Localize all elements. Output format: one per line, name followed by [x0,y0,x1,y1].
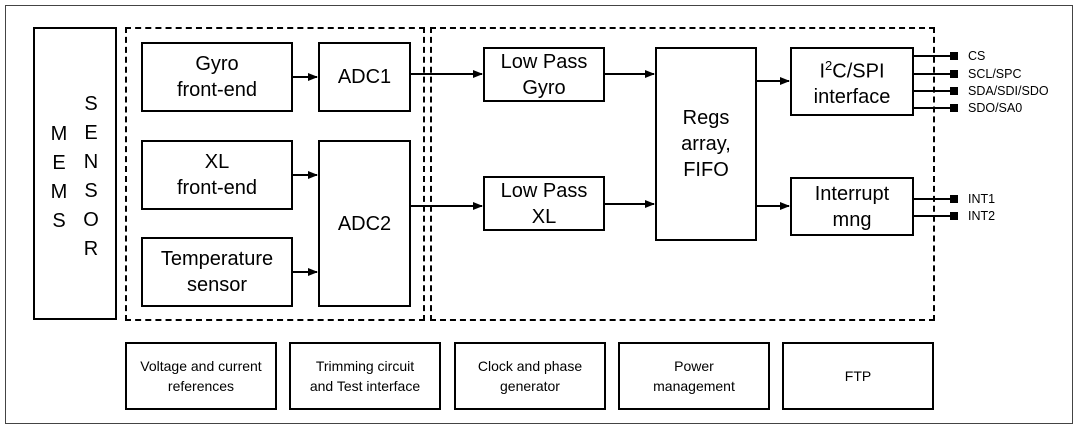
low-pass-gyro-block: Low Pass Gyro [483,47,605,102]
trimming-test-interface-label: Trimming circuit and Test interface [309,358,421,394]
mems-letter: E [52,152,66,174]
adc1-label: ADC1 [337,66,392,88]
low-pass-xl-label: Low Pass XL [500,179,588,228]
regs-fifo-label: Regs array, FIFO [681,107,731,181]
voltage-current-references-label: Voltage and current references [140,358,262,394]
mems-letter: M [50,181,68,203]
analog-front-end-group [125,27,425,321]
interrupt-mng-block: Interrupt mng [790,177,914,236]
diagram-frame [5,5,1073,424]
mems-letter: M [50,123,68,145]
sensor-letter: S [84,93,98,115]
temperature-sensor-label: Temperature sensor [160,248,274,296]
sensor-letter: O [83,209,99,231]
clock-phase-generator-block: Clock and phase generator [454,342,606,410]
pin-label-int1: INT1 [968,192,996,206]
i2c-interface-word: interface [813,86,891,109]
i2c-spi-interface-block: I2C/SPI interface [790,47,914,116]
interrupt-mng-label: Interrupt mng [814,182,890,231]
voltage-current-references-block: Voltage and current references [125,342,277,410]
i2c-prefix: I [819,60,826,83]
int1-pin-square [950,195,958,203]
mems-letter: S [52,210,66,232]
mems-sensor-block: M E M S S E N S O R [33,27,117,320]
pin-label-scl-spc: SCL/SPC [968,67,1022,81]
int2-pin-square [950,212,958,220]
power-management-block: Power management [618,342,770,410]
i2c-spi-interface-label: I2C/SPI interface [814,53,891,111]
temperature-sensor-block: Temperature sensor [141,237,293,307]
gyro-frontend-label: Gyro front-end [176,53,258,101]
sda-pin-square [950,87,958,95]
ftp-block: FTP [782,342,934,410]
sensor-letter: N [83,151,99,173]
ftp-label: FTP [844,368,872,384]
xl-frontend-label: XL front-end [176,151,258,199]
i2c-suffix: C/SPI [832,60,885,83]
cs-pin-square [950,52,958,60]
adc2-block: ADC2 [318,140,411,307]
regs-fifo-block: Regs array, FIFO [655,47,757,241]
clock-phase-generator-label: Clock and phase generator [477,358,583,394]
sensor-letter: R [83,238,99,260]
low-pass-gyro-label: Low Pass Gyro [500,50,588,99]
pin-label-sda-sdi-sdo: SDA/SDI/SDO [968,84,1049,98]
pin-label-sdo-sa0: SDO/SA0 [968,101,1023,115]
adc2-label: ADC2 [337,212,392,235]
digital-processing-group [430,27,935,321]
scl-pin-square [950,70,958,78]
low-pass-xl-block: Low Pass XL [483,176,605,231]
gyro-frontend-block: Gyro front-end [141,42,293,112]
sensor-letter: E [84,122,98,144]
i2c-superscript: 2 [825,57,833,73]
pin-label-cs: CS [968,49,986,63]
sensor-letter: S [84,180,98,202]
sdo-pin-square [950,104,958,112]
adc1-block: ADC1 [318,42,411,112]
power-management-label: Power management [653,358,735,394]
xl-frontend-block: XL front-end [141,140,293,210]
trimming-test-interface-block: Trimming circuit and Test interface [289,342,441,410]
pin-label-int2: INT2 [968,209,996,223]
